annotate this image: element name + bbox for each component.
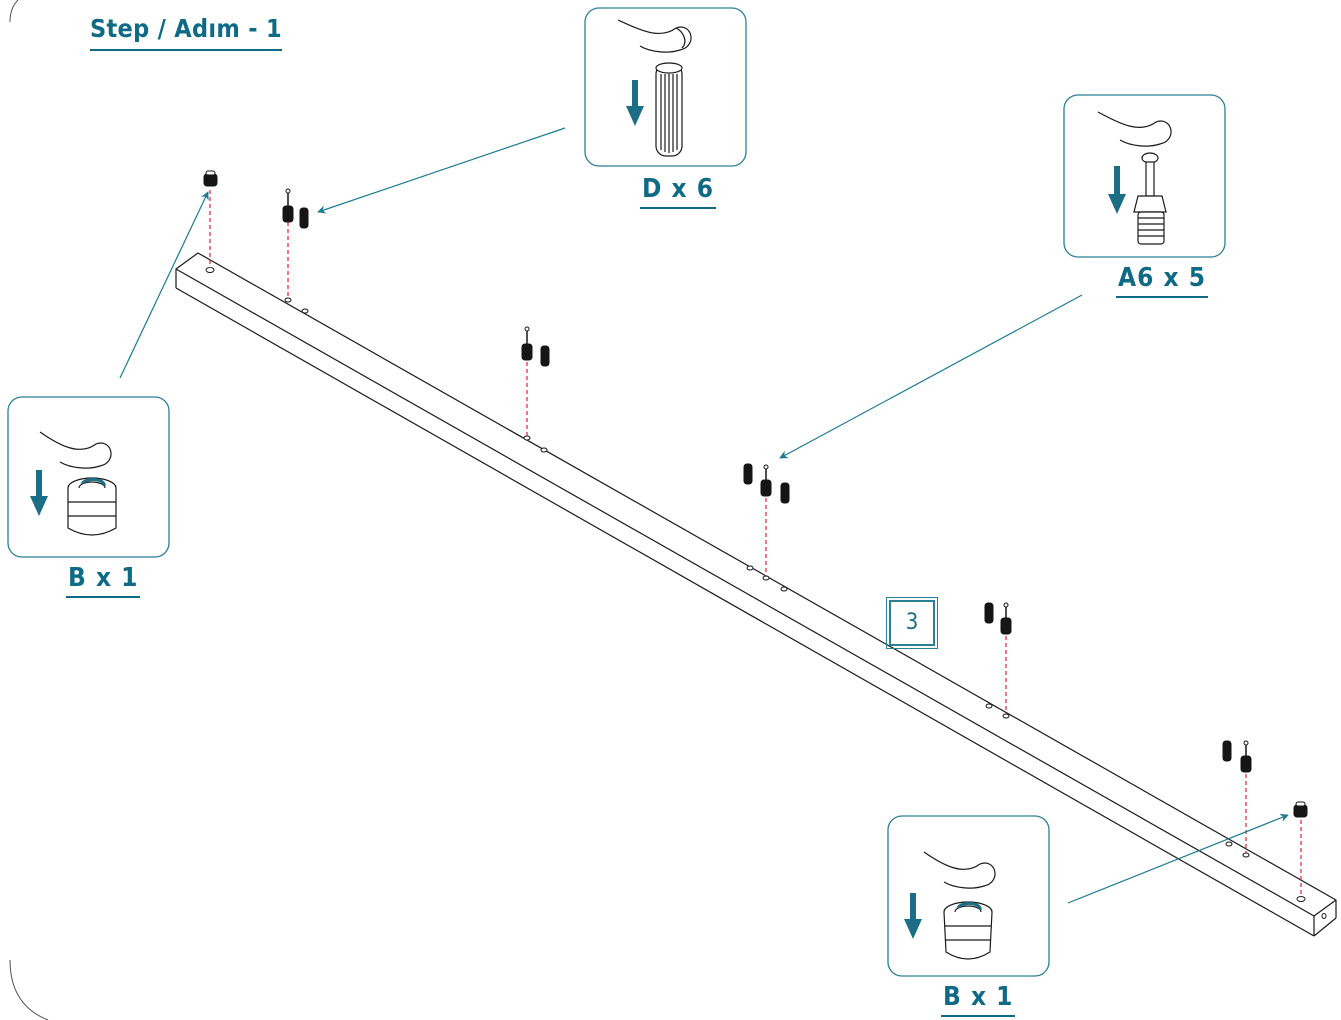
leader-line-cam-lock-left [119,191,209,379]
dowel-part [984,602,994,624]
finger-icon [39,431,112,469]
panel-part-3 [175,252,1337,937]
cam-bolt-part [1000,602,1012,635]
arrow-down-icon [30,470,48,516]
leader-line-cam-lock-right [1067,813,1289,904]
hardware-parts [203,170,1308,818]
callout-label-cam-lock-right: B x 1 [941,982,1016,1017]
cam-lock-icon [39,431,117,536]
cam-lock-part-right [1293,801,1308,818]
page-corner-bottom [9,959,49,1020]
dowel-part [1222,740,1232,762]
dowel-part [540,345,550,367]
cam-bolt-part [1240,740,1252,773]
page-corner-top [9,0,19,23]
drill-holes [205,267,1327,919]
dowel-part [743,463,753,485]
dowel-part [299,207,309,229]
leader-line-dowel [317,127,566,214]
arrow-down-icon [626,80,644,126]
part-number-badge: 3 [886,597,938,649]
leader-lines [119,127,1289,904]
callout-boxes [7,7,1226,977]
leader-line-cam-bolt [779,294,1083,459]
callout-label-cam-lock-left: B x 1 [66,563,141,598]
finger-icon [617,19,692,53]
callout-box-cam-lock-right [887,815,1050,977]
callout-label-cam-bolt: A6 x 5 [1116,263,1209,298]
dowel-icon [617,19,692,157]
cam-bolt-part [521,326,533,361]
dowel-part [780,482,790,504]
step-title: Step / Adım - 1 [90,14,282,51]
cam-bolt-icon [1097,111,1172,245]
arrow-down-icon [904,893,922,939]
finger-icon [1097,111,1172,147]
insertion-guides [209,190,1302,897]
cam-bolt-part [760,464,772,497]
cam-lock-part-left [203,170,218,187]
finger-icon [923,851,996,889]
callout-label-dowel: D x 6 [640,174,717,209]
cam-bolt-part [282,188,294,223]
callout-box-cam-bolt [1063,94,1226,258]
arrow-down-icon [1108,166,1126,214]
cam-lock-icon [923,851,996,960]
